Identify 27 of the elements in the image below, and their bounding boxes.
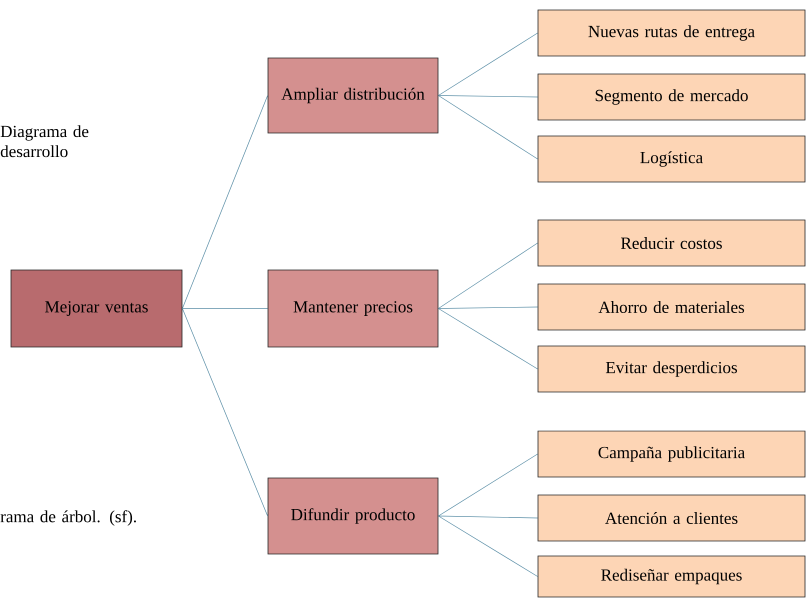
leaf-box: Reducir costos xyxy=(538,220,806,266)
leaf-box: Logística xyxy=(538,136,806,182)
leaf-box: Ahorro de materiales xyxy=(538,284,806,330)
connector-line xyxy=(182,308,268,516)
connector-line xyxy=(438,95,538,98)
leaf-box: Campaña publicitaria xyxy=(538,430,806,478)
branch-box: Ampliar distribución xyxy=(268,58,438,134)
connector-line xyxy=(438,95,538,160)
connector-line xyxy=(182,308,268,309)
connector-line xyxy=(438,32,538,96)
leaf-box: Nuevas rutas de entrega xyxy=(538,10,806,56)
branch-box: Difundir producto xyxy=(268,478,438,554)
note-text: Diagrama de desarrollo xyxy=(0,125,88,158)
connector-line xyxy=(438,306,538,309)
connector-line xyxy=(438,242,538,309)
connector-line xyxy=(438,516,538,518)
connector-line xyxy=(438,516,538,577)
leaf-box: Evitar desperdicios xyxy=(538,346,806,392)
root-box: Mejorar ventas xyxy=(10,270,182,348)
connector-line xyxy=(438,454,538,516)
leaf-box: Rediseñar empaques xyxy=(538,556,806,598)
leaf-box: Atención a clientes xyxy=(538,494,806,542)
leaf-box: Segmento de mercado xyxy=(538,74,806,120)
note-text: rama de árbol. (sf). xyxy=(0,510,136,526)
connector-line xyxy=(438,308,538,370)
connector-line xyxy=(182,95,268,309)
branch-box: Mantener precios xyxy=(268,270,438,348)
